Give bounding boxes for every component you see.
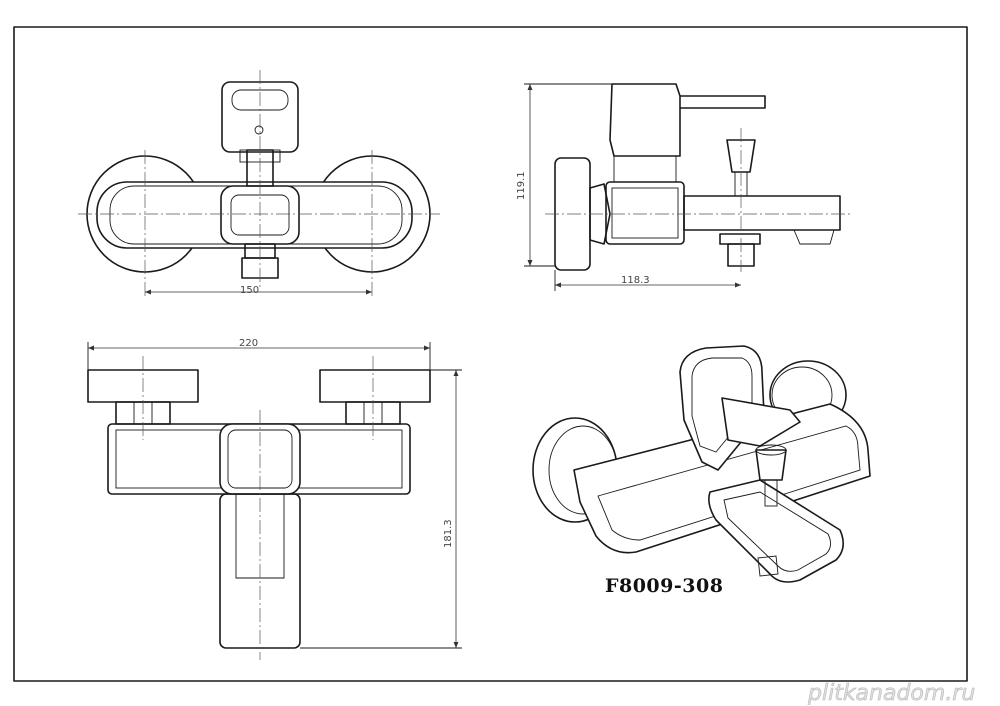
isometric-view: F8009-308 [532,345,871,597]
iso-diverter-stem [764,479,778,507]
iso-body-inner [597,425,861,541]
side-view-nut [589,183,611,245]
side-view-cartridge [613,155,677,183]
front-view: 220 181.3 [87,338,462,660]
side-view-diverter-knob [726,139,756,173]
iso-outlet [757,555,779,577]
top-view-body [96,181,413,249]
top-view: 150 [78,70,440,298]
iso-handle-inner [691,357,753,453]
watermark: plitkanadom.ru [807,681,975,706]
dim-label-118: 118.3 [621,275,650,286]
top-view-handle-screw [254,125,264,135]
side-view: 119.1 118.3 [516,83,850,291]
iso-body [573,403,871,554]
iso-lever [721,397,801,447]
side-view-outlet-collar [719,233,761,245]
dim-label-181: 181.3 [443,519,454,548]
side-view-spout-tip [793,229,835,245]
dim-label-150: 150 [240,285,259,296]
side-view-spout [683,195,841,231]
side-view-handle [609,83,681,157]
dim-label-119: 119.1 [516,171,527,200]
iso-spout [708,479,844,583]
side-view-body-inner [611,187,679,239]
front-view-right-rosette [319,369,431,403]
iso-diverter-top [755,444,787,456]
drawing-frame [13,26,968,682]
side-view-body [605,181,685,245]
iso-diverter-knob [755,449,787,481]
side-view-lever [680,95,766,109]
iso-spout-inner [723,491,831,572]
model-code: F8009-308 [605,575,723,597]
dim-label-220: 220 [239,338,258,349]
